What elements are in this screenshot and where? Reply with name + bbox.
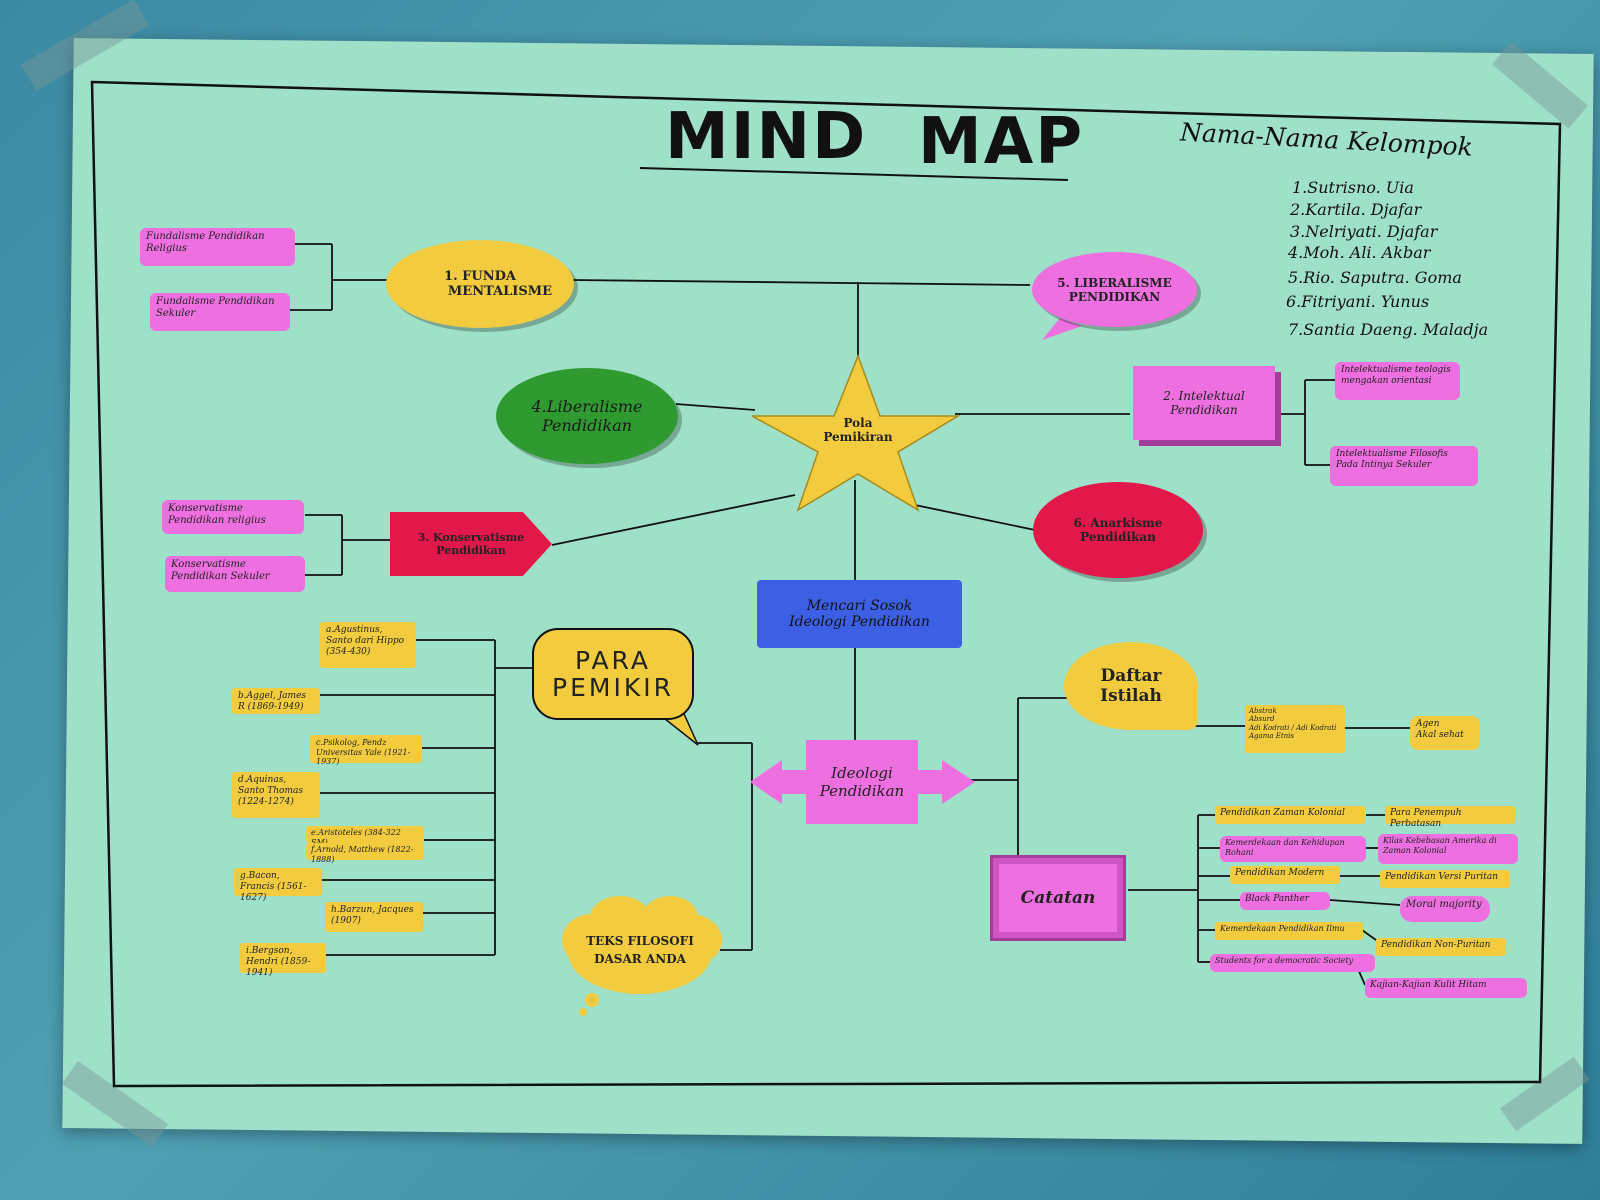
group-member-3: 3.Nelriyati. Djafar <box>1290 222 1438 241</box>
branch-intelektual-pendidikan: 2. Intelektual Pendidikan <box>1133 366 1275 440</box>
banner-line1: Mencari Sosok <box>806 598 913 614</box>
note-item: Kilas Kebebasan Amerika di Zaman Kolonia… <box>1378 834 1518 864</box>
thinker-item: b.Aggel, James R (1869-1949) <box>232 688 320 714</box>
arrow-line2: Pendidikan <box>819 782 905 800</box>
daftar-istilah-bubble: Daftar Istilah <box>1064 642 1198 730</box>
glossary-line2: Istilah <box>1100 686 1162 706</box>
banner-mencari-sosok: Mencari Sosok Ideologi Pendidikan <box>757 580 962 648</box>
branch-liberalisme-pendidikan-4: 4.Liberalisme Pendidikan <box>496 368 678 464</box>
center-line1: Pola <box>843 416 873 430</box>
thinker-item: f.Arnold, Matthew (1822-1888) <box>306 843 424 864</box>
teks-filosofi-cloud: TEKS FILOSOFI DASAR ANDA <box>580 925 700 975</box>
branch-5-line2: PENDIDIKAN <box>1068 289 1161 304</box>
title-map: MAP <box>918 105 1085 179</box>
center-node-label: Pola Pemikiran <box>808 410 908 450</box>
para-pemikir-bubble: PARA PEMIKIR <box>532 628 694 720</box>
group-member-4: 4.Moh. Ali. Akbar <box>1288 243 1431 262</box>
note-item: Pendidikan Versi Puritan <box>1380 870 1510 888</box>
branch-2-line1: 2. Intelektual <box>1163 389 1245 403</box>
note-item: Kemerdekaan Pendidikan Ilmu <box>1215 922 1363 940</box>
leaf-fund-sekuler: Fundalisme Pendidikan Sekuler <box>150 293 290 331</box>
branch-2-line2: Pendidikan <box>1170 403 1238 417</box>
center-line2: Pemikiran <box>823 430 893 444</box>
group-member-5: 5.Rio. Saputra. Goma <box>1288 268 1462 287</box>
glossary-terms-left: Abstrak Absurd Adi Kodrati / Adi Kodrati… <box>1245 705 1345 753</box>
note-item: Pendidikan Modern <box>1230 866 1340 884</box>
glossary-term: Absurd <box>1249 715 1275 724</box>
branch-konservatisme-pendidikan: 3. Konservatisme Pendidikan <box>390 512 552 576</box>
thinker-item: g.Bacon, Francis (1561-1627) <box>234 868 322 903</box>
note-item: Kemerdekaan dan Kehidupan Rohani <box>1220 836 1366 862</box>
branch-liberalisme-pendidikan-5: 5. LIBERALISME PENDIDIKAN <box>1032 252 1197 327</box>
group-member-6: 6.Fitriyani. Yunus <box>1286 292 1430 311</box>
thinker-item: i.Bergson, Hendri (1859-1941) <box>240 943 326 978</box>
leaf-kons-religius: Konservatisme Pendidikan religius <box>162 500 304 534</box>
note-item: Pendidikan Zaman Kolonial <box>1215 806 1365 824</box>
glossary-term: Abstrak <box>1249 707 1277 715</box>
note-item: Kajian-Kajian Kulit Hitam <box>1365 978 1527 998</box>
note-item: Pendidikan Non-Puritan <box>1376 938 1506 956</box>
catatan-label: Catatan <box>1020 888 1096 908</box>
para-pemikir-line2: PEMIKIR <box>552 673 674 702</box>
leaf-intel-filosofis: Intelektualisme Filosofis Pada Intinya S… <box>1330 446 1478 486</box>
group-member-2: 2.Kartila. Djafar <box>1290 200 1422 219</box>
para-pemikir-line1: PARA <box>574 645 652 675</box>
group-member-1: 1.Sutrisno. Uia <box>1292 178 1414 197</box>
note-item: Black Panther <box>1240 892 1330 910</box>
cloud-line2: DASAR ANDA <box>594 952 686 966</box>
thinker-item: d.Aquinas, Santo Thomas (1224-1274) <box>232 772 320 818</box>
glossary-line1: Daftar <box>1100 666 1162 686</box>
glossary-term: Agama Etnis <box>1249 732 1295 741</box>
branch-4-line1: 4.Liberalisme <box>531 397 643 416</box>
cloud-line1: TEKS FILOSOFI <box>586 934 694 948</box>
thought-cloud-shape <box>562 896 722 1016</box>
note-item: Students for a democratic Society <box>1210 954 1375 972</box>
star-shape <box>751 353 961 512</box>
branch-1-line2: MENTALISME <box>447 284 553 299</box>
thinker-item: a.Agustinus, Santo dari Hippo (354-430) <box>320 622 416 668</box>
bubble-tail <box>1042 318 1082 340</box>
branch-3-line2: Pendidikan <box>436 544 506 557</box>
branch-anarkisme-pendidikan: 6. Anarkisme Pendidikan <box>1033 482 1203 578</box>
title-mind: MIND <box>665 100 868 174</box>
thinker-item: c.Psikolog, Pendz Universitas Yale (1921… <box>310 735 422 766</box>
branch-5-line1: 5. LIBERALISME <box>1057 275 1172 290</box>
catatan-box: Catatan <box>990 855 1126 941</box>
leaf-kons-sekuler: Konservatisme Pendidikan Sekuler <box>165 556 305 592</box>
ideologi-pendidikan-node: Ideologi Pendidikan <box>806 740 918 824</box>
thinker-item: e.Aristoteles (384-322 SM) <box>306 826 424 847</box>
note-item: Moral majority <box>1400 896 1490 922</box>
leaf-intel-teologis: Intelektualisme teologis mengakan orient… <box>1335 362 1460 400</box>
glossary-terms-right: Agen Akal sehat <box>1410 716 1480 750</box>
branch-6-line2: Pendidikan <box>1080 530 1156 544</box>
glossary-term: Adi Kodrati / Adi Kodrati <box>1249 723 1337 732</box>
branch-3-line1: 3. Konservatisme <box>417 531 525 544</box>
branch-6-line1: 6. Anarkisme <box>1073 516 1163 530</box>
branch-1-line1: 1. FUNDA <box>444 269 516 284</box>
glossary-term: Agen <box>1416 719 1440 729</box>
thinker-item: h.Barzun, Jacques (1907) <box>325 902 423 932</box>
leaf-fund-religius: Fundalisme Pendidikan Religius <box>140 228 295 266</box>
arrow-line1: Ideologi <box>831 764 893 782</box>
branch-4-line2: Pendidikan <box>541 416 633 435</box>
banner-line2: Ideologi Pendidikan <box>789 614 930 630</box>
glossary-term: Akal sehat <box>1416 729 1464 740</box>
note-item: Para Penempuh Perbatasan <box>1385 806 1515 829</box>
group-member-7: 7.Santia Daeng. Maladja <box>1288 320 1489 339</box>
branch-fundamentalism: 1. FUNDA MENTALISME <box>386 240 574 328</box>
